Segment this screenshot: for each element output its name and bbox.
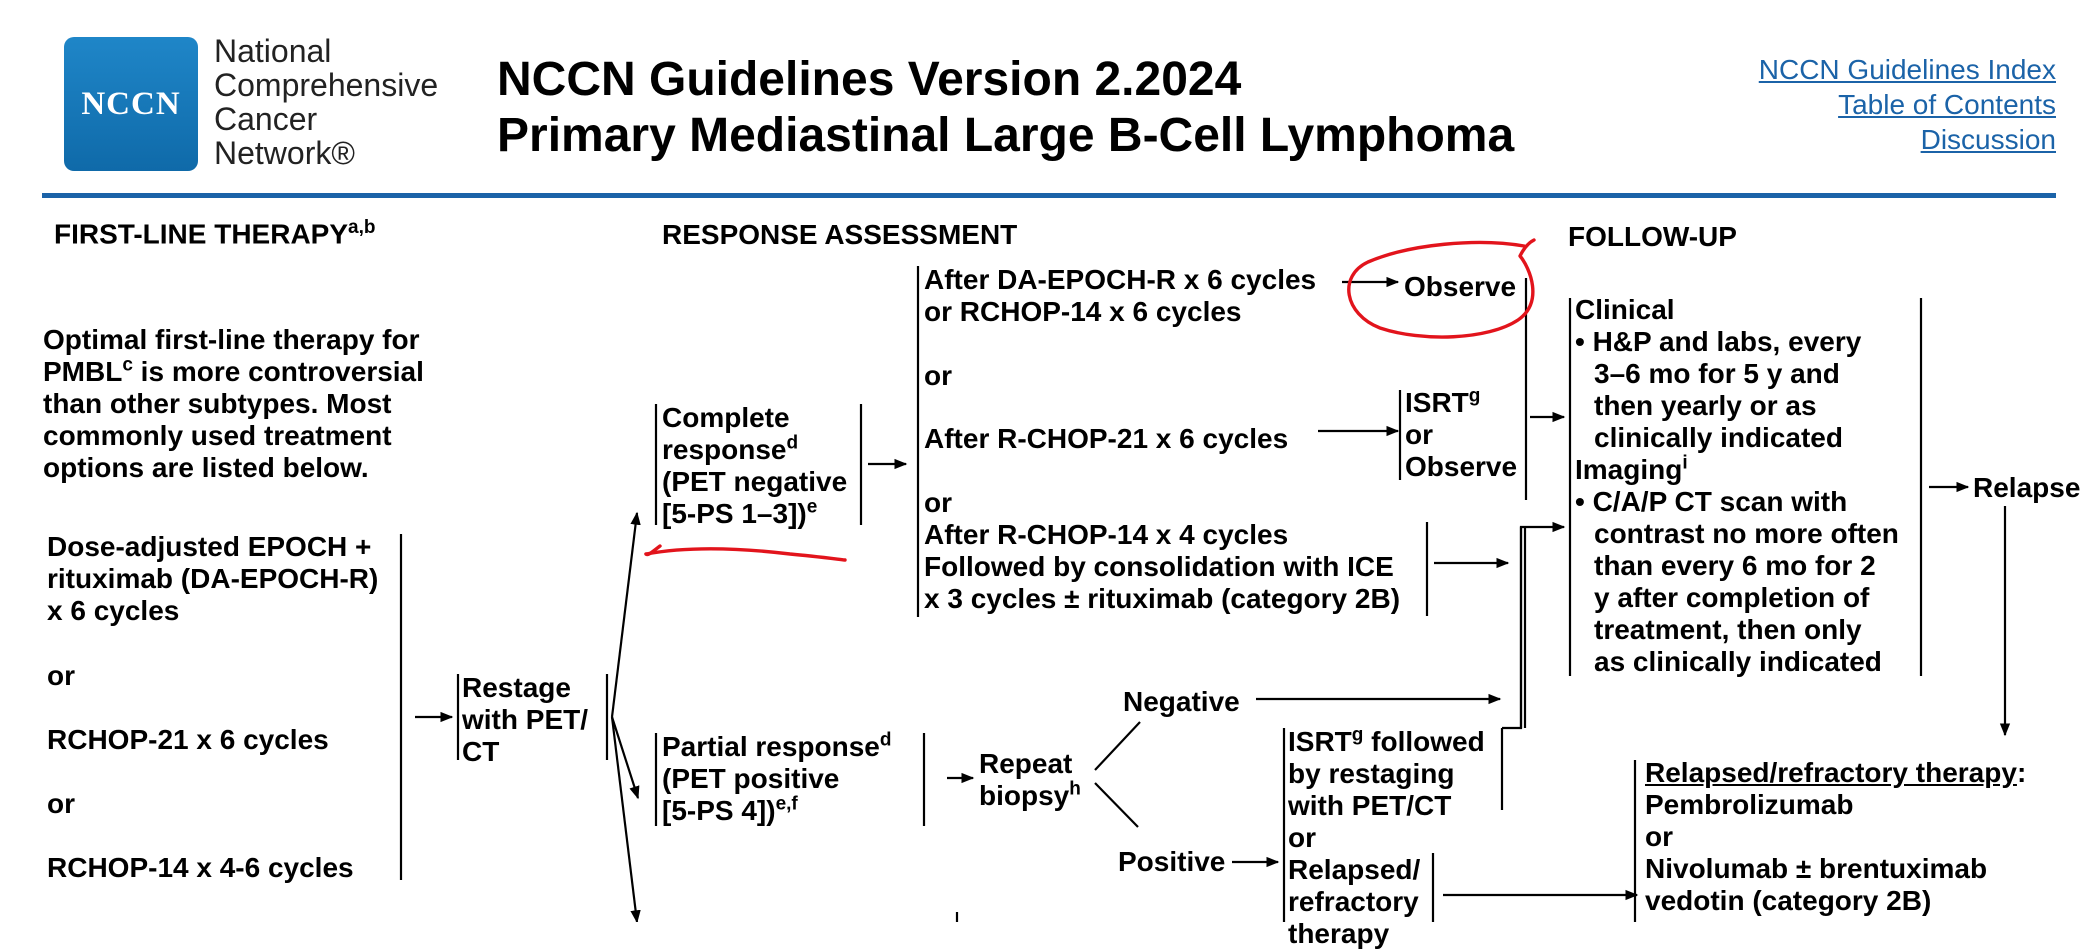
restage-box: Restage with PET/ CT	[462, 672, 588, 767]
header-divider	[42, 193, 2056, 198]
repeat-biopsy-box: Repeat biopsyh	[979, 748, 1081, 811]
org-line-4: Network®	[214, 135, 355, 171]
org-line-3: Cancer	[214, 101, 318, 137]
header-links: NCCN Guidelines Index Table of Contents …	[1759, 52, 2056, 157]
imaging-heading: Imagingi	[1575, 452, 1688, 485]
regimen-rchop-21: RCHOP-21 x 6 cycles	[47, 724, 329, 755]
regimen-or-1: or	[47, 660, 75, 691]
positive-label: Positive	[1118, 846, 1226, 877]
red-underline-complete-response	[644, 547, 847, 562]
complete-response-box: Complete responsed (PET negative [5-PS 1…	[662, 402, 848, 529]
isrt-or-observe-box: ISRTg or Observe	[1405, 385, 1518, 482]
after-rchop-14: After R-CHOP-14 x 4 cycles Followed by c…	[924, 519, 1401, 614]
logo-text: NCCN	[81, 85, 181, 122]
line-to-negative	[1094, 721, 1141, 771]
arrow-to-progression	[610, 716, 641, 922]
table-of-contents-link[interactable]: Table of Contents	[1838, 89, 2056, 120]
arrow-to-partial	[610, 716, 640, 800]
relapse-label: Relapse	[1973, 472, 2081, 503]
title-line-1: NCCN Guidelines Version 2.2024	[497, 53, 1242, 106]
after-or-2: or	[924, 487, 952, 518]
first-line-therapy-header: FIRST-LINE THERAPYa,b	[54, 217, 376, 250]
response-assessment-header: RESPONSE ASSESSMENT	[662, 219, 1018, 250]
org-line-1: National	[214, 33, 332, 69]
after-or-1: or	[924, 360, 952, 391]
title-line-2: Primary Mediastinal Large B-Cell Lymphom…	[497, 109, 1515, 162]
nccn-logo: NCCN	[64, 37, 198, 171]
arrow-path-to-follow-up	[1502, 521, 1566, 730]
partial-response-box: Partial responsed (PET positive [5-PS 4]…	[662, 729, 892, 826]
arrow-to-complete	[610, 511, 641, 718]
clinical-heading: Clinical	[1575, 294, 1675, 325]
intro-text: Optimal first-line therapy for PMBLc is …	[43, 324, 424, 483]
discussion-link[interactable]: Discussion	[1920, 124, 2056, 155]
regimen-rchop-14: RCHOP-14 x 4-6 cycles	[47, 852, 354, 883]
after-rchop-21: After R-CHOP-21 x 6 cycles	[924, 423, 1289, 454]
flowchart-connectors	[399, 238, 2011, 922]
follow-up-header: FOLLOW-UP	[1568, 221, 1737, 252]
negative-label: Negative	[1123, 686, 1240, 717]
follow-up-box: Clinical • H&P and labs, every 3–6 mo fo…	[1575, 294, 1899, 677]
red-underline-tail	[644, 544, 662, 557]
guidelines-index-link[interactable]: NCCN Guidelines Index	[1758, 54, 2056, 85]
relapsed-refractory-box: Relapsed/refractory therapy: Pembrolizum…	[1645, 757, 2027, 916]
page-title: NCCN Guidelines Version 2.2024 Primary M…	[497, 52, 1514, 164]
red-circle-around-observe	[1347, 238, 1536, 339]
rr-therapy-title: Relapsed/refractory therapy	[1645, 757, 2017, 788]
regimen-da-epoch-r: Dose-adjusted EPOCH + rituximab (DA-EPOC…	[47, 531, 379, 626]
regimen-or-2: or	[47, 788, 75, 819]
after-da-epoch-r: After DA-EPOCH-R x 6 cycles or RCHOP-14 …	[924, 264, 1317, 327]
observe-box: Observe	[1404, 271, 1517, 302]
org-line-2: Comprehensive	[214, 67, 439, 103]
line-to-positive	[1094, 782, 1139, 828]
organization-name: National Comprehensive Cancer Network®	[214, 34, 438, 170]
